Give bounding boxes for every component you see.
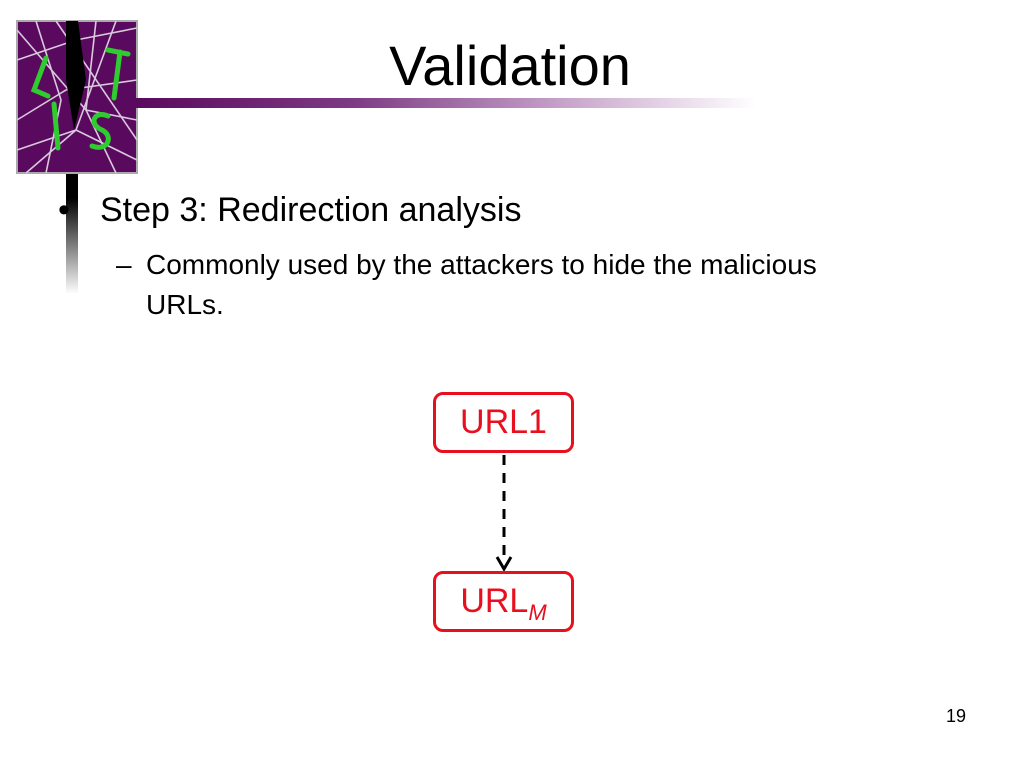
urlm-label: URL — [460, 582, 529, 620]
urlm-subscript: M — [528, 600, 547, 625]
page-number: 19 — [945, 706, 966, 726]
title-underline-bar — [136, 98, 756, 108]
bullet-text: Step 3: Redirection analysis — [100, 191, 522, 229]
logo — [16, 20, 138, 174]
left-accent-rule — [66, 174, 78, 294]
slide-title: Validation — [389, 34, 631, 97]
url1-label: URL1 — [460, 403, 547, 441]
url1-node: URL1 — [433, 392, 574, 453]
bullet-marker: • — [58, 191, 70, 229]
shattered-glass-logo-icon — [16, 20, 138, 174]
sub-bullet-marker: – — [116, 249, 132, 280]
urlm-node: URLM — [433, 571, 574, 632]
redirect-arrow — [495, 455, 513, 572]
sub-bullet-text: Commonly used by the attackers to hide t… — [146, 249, 817, 320]
